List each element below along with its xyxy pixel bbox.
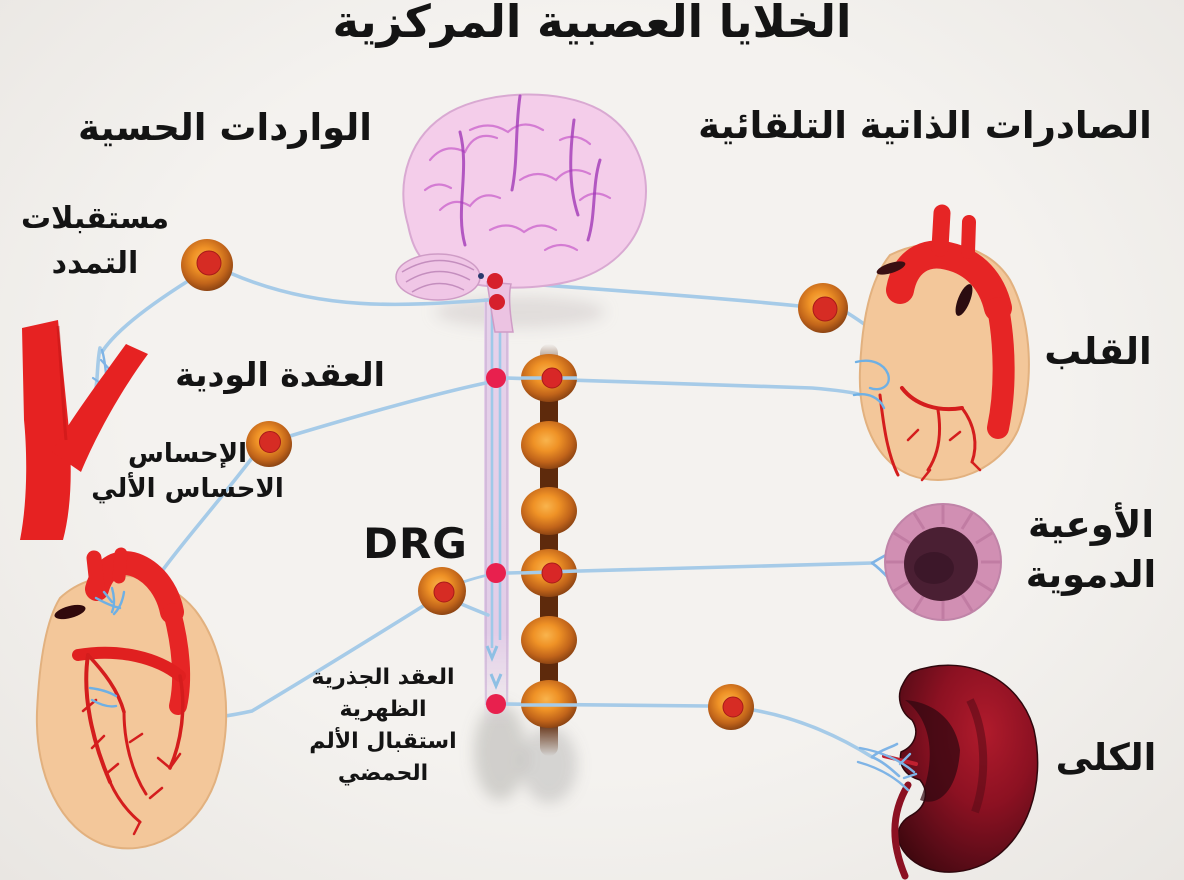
label-dorsal-root-ganglia: العقد الجذرية الظهرية استقبال الألم الحم…	[309, 665, 457, 786]
brain-illustration	[395, 93, 647, 333]
label-sympathetic-ganglion: العقدة الودية	[175, 355, 385, 394]
label-heart: القلب	[1044, 330, 1152, 373]
label-kidneys: الكلى	[1055, 736, 1157, 779]
kidney-illustration	[856, 664, 1039, 880]
afferents-heading: الواردات الحسية	[78, 106, 372, 149]
neuron-kidney-efferent	[708, 684, 754, 730]
label-stretch-receptors: مستقبلات التمدد	[20, 201, 170, 281]
heart-left-illustration	[35, 547, 228, 850]
label-sensation: الإحساس الاحساس الألي	[91, 439, 284, 505]
neuron-drg	[418, 567, 466, 615]
neuron-stretch-receptor	[181, 239, 233, 291]
diagram-title: الخلايا العصبية المركزية	[332, 0, 852, 48]
label-blood-vessels: الأوعية الدموية	[1025, 503, 1157, 596]
sympathetic-chain	[520, 344, 578, 756]
heart-right-illustration	[852, 204, 1030, 482]
blood-vessel-illustration	[884, 503, 1002, 621]
neuron-sympathetic-ganglion	[246, 421, 292, 467]
efferents-heading: الصادرات الذاتية التلقائية	[698, 104, 1152, 147]
label-drg: DRG	[363, 519, 468, 568]
neuron-heart-efferent	[798, 283, 848, 333]
spinal-relay-nodes	[486, 368, 506, 714]
artery-illustration	[20, 320, 148, 540]
